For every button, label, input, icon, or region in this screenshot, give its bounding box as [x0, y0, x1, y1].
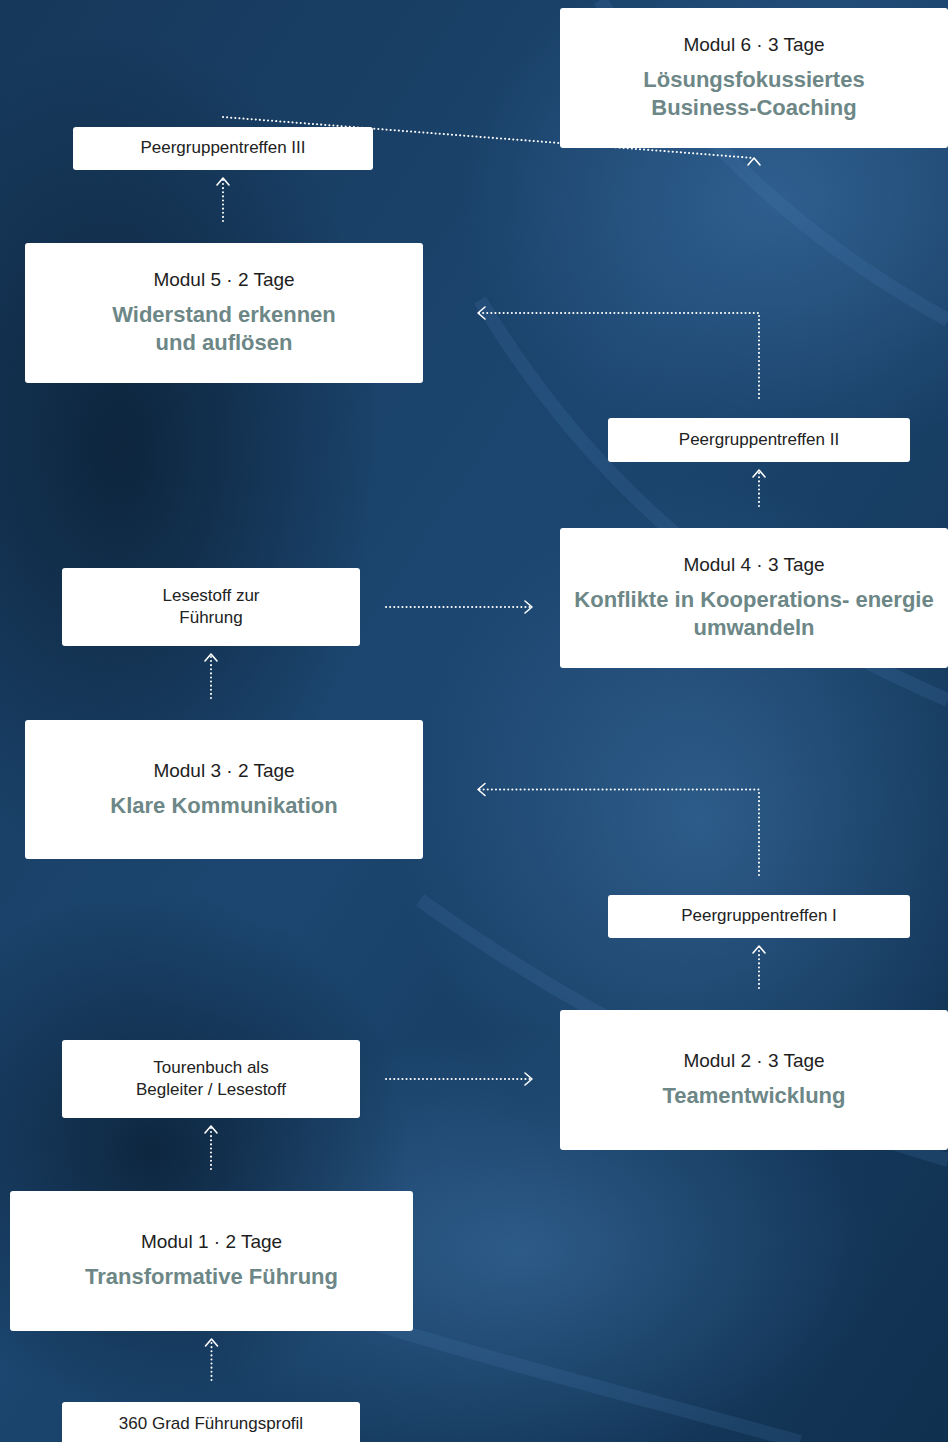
flow-connector [206, 1339, 218, 1380]
step-label: Peergruppentreffen I [681, 905, 837, 927]
flow-connector [205, 1126, 217, 1169]
module-title: Lösungsfokussiertes Business-Coaching [625, 66, 883, 123]
flow-connector [753, 470, 765, 506]
step-box: Peergruppentreffen II [608, 418, 910, 462]
dotted-line [386, 606, 532, 608]
arrow-head [205, 1126, 217, 1133]
dotted-line [478, 790, 759, 876]
flow-connector [205, 654, 217, 698]
module-duration: Modul 6 · 3 Tage [683, 33, 824, 57]
module-box: Modul 2 · 3 TageTeamentwicklung [560, 1010, 948, 1150]
arrow-head [525, 1073, 532, 1085]
module-title: Transformative Führung [85, 1263, 338, 1292]
step-label: Peergruppentreffen II [679, 429, 839, 451]
step-label: Lesestoff zur Führung [146, 585, 276, 629]
arrow-head [205, 654, 217, 661]
module-duration: Modul 4 · 3 Tage [683, 553, 824, 577]
arrow-head [478, 784, 485, 796]
arrow-head [753, 470, 765, 477]
arrow-head [206, 1339, 218, 1346]
dotted-line [210, 1126, 212, 1169]
dotted-line [478, 313, 759, 398]
step-box: 360 Grad Führungsprofil [62, 1402, 360, 1442]
dotted-line [758, 946, 760, 988]
step-box: Tourenbuch als Begleiter / Lesestoff [62, 1040, 360, 1118]
module-box: Modul 4 · 3 TageKonflikte in Kooperation… [560, 528, 948, 668]
arrow-head [217, 178, 229, 185]
step-label: Tourenbuch als Begleiter / Lesestoff [126, 1057, 296, 1101]
module-title: Konflikte in Kooperations- energie umwan… [574, 586, 934, 643]
module-box: Modul 6 · 3 TageLösungsfokussiertes Busi… [560, 8, 948, 148]
step-label: Peergruppentreffen III [140, 137, 305, 159]
module-duration: Modul 3 · 2 Tage [153, 759, 294, 783]
flow-connector [217, 178, 229, 221]
dotted-line [222, 178, 224, 221]
dotted-line [210, 654, 212, 698]
flow-connector [478, 307, 759, 398]
flow-connector [386, 1073, 532, 1085]
module-box: Modul 1 · 2 TageTransformative Führung [10, 1191, 413, 1331]
arrow-head [478, 307, 485, 319]
module-title: Klare Kommunikation [110, 792, 337, 821]
step-box: Peergruppentreffen I [608, 895, 910, 938]
step-box: Lesestoff zur Führung [62, 568, 360, 646]
flow-connector [478, 784, 759, 876]
module-duration: Modul 1 · 2 Tage [141, 1230, 282, 1254]
flow-connector [753, 946, 765, 988]
module-duration: Modul 2 · 3 Tage [683, 1049, 824, 1073]
module-box: Modul 5 · 2 TageWiderstand erkennen und … [25, 243, 423, 383]
module-title: Widerstand erkennen und auflösen [95, 301, 353, 358]
flow-connector [386, 601, 532, 613]
arrow-head [525, 601, 532, 613]
dotted-line [386, 1078, 532, 1080]
dotted-line [758, 470, 760, 506]
module-title: Teamentwicklung [663, 1082, 846, 1111]
arrow-head [748, 158, 760, 165]
step-label: 360 Grad Führungsprofil [119, 1413, 303, 1435]
arrow-head [753, 946, 765, 953]
module-box: Modul 3 · 2 TageKlare Kommunikation [25, 720, 423, 859]
module-duration: Modul 5 · 2 Tage [153, 268, 294, 292]
dotted-line [211, 1339, 213, 1380]
step-box: Peergruppentreffen III [73, 127, 373, 170]
